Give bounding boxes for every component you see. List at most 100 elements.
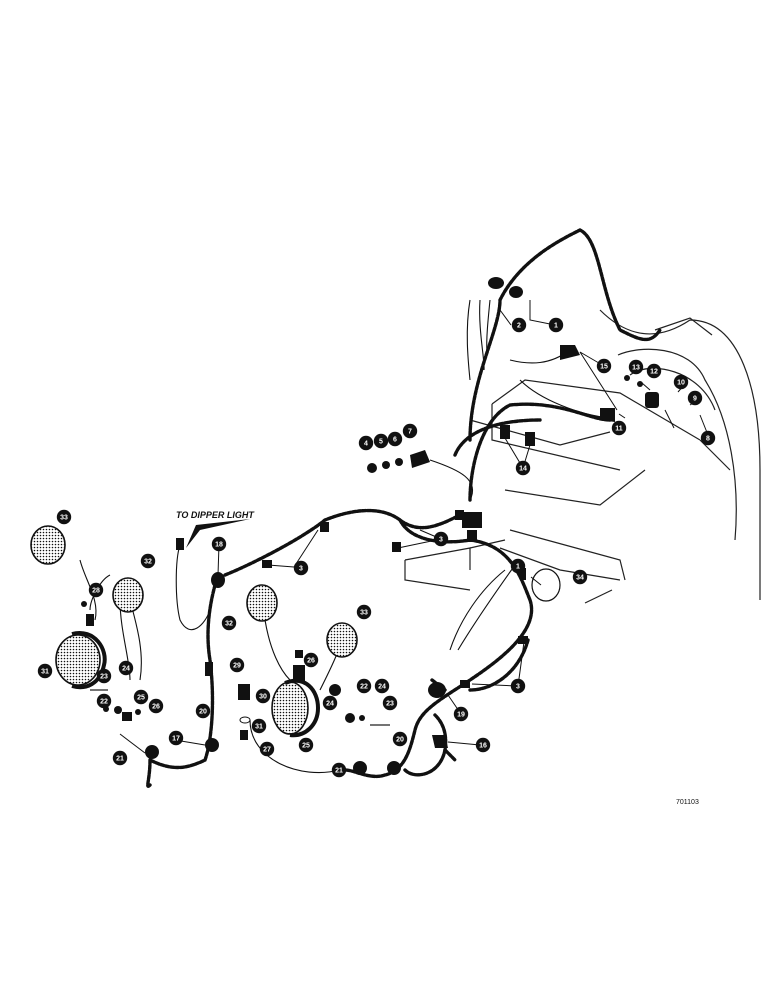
callout-number: 24 bbox=[122, 666, 130, 673]
callout-number: 26 bbox=[307, 658, 315, 665]
callout-20: 20 bbox=[195, 703, 211, 719]
callout-14: 14 bbox=[515, 460, 531, 476]
callout-4: 4 bbox=[358, 435, 374, 451]
callout-circle bbox=[255, 688, 271, 704]
callout-circle bbox=[511, 317, 527, 333]
callout-33: 33 bbox=[56, 509, 72, 525]
callout-32: 32 bbox=[221, 615, 237, 631]
callout-number: 31 bbox=[255, 724, 263, 731]
callout-circle bbox=[112, 750, 128, 766]
grommet-18 bbox=[211, 572, 225, 588]
callout-circle bbox=[673, 374, 689, 390]
callout-number: 7 bbox=[408, 429, 412, 436]
callout-25: 25 bbox=[298, 737, 314, 753]
callout-number: 30 bbox=[259, 694, 267, 701]
callout-number: 14 bbox=[519, 466, 527, 473]
callout-number: 33 bbox=[360, 610, 368, 617]
callout-circle bbox=[118, 660, 134, 676]
callout-circle bbox=[148, 698, 164, 714]
callout-20: 20 bbox=[392, 731, 408, 747]
callout-circle bbox=[628, 359, 644, 375]
callout-circle bbox=[374, 678, 390, 694]
callout-number: 22 bbox=[100, 699, 108, 706]
callout-21: 21 bbox=[112, 750, 128, 766]
callout-number: 20 bbox=[199, 709, 207, 716]
callout-3: 3 bbox=[433, 531, 449, 547]
callout-number: 32 bbox=[225, 621, 233, 628]
flood-lamp-31-center bbox=[271, 650, 341, 738]
callout-7: 7 bbox=[402, 423, 418, 439]
callout-23: 23 bbox=[382, 695, 398, 711]
grommet-19 bbox=[428, 682, 446, 698]
callout-circle bbox=[303, 652, 319, 668]
callout-circle bbox=[298, 737, 314, 753]
callout-number: 8 bbox=[706, 436, 710, 443]
callout-circle bbox=[373, 433, 389, 449]
callout-26: 26 bbox=[148, 698, 164, 714]
callout-number: 2 bbox=[517, 323, 521, 330]
callout-circle bbox=[96, 668, 112, 684]
callout-number: 22 bbox=[360, 684, 368, 691]
callout-circle bbox=[133, 689, 149, 705]
callout-number: 17 bbox=[172, 736, 180, 743]
callout-6: 6 bbox=[387, 431, 403, 447]
callout-number: 10 bbox=[677, 380, 685, 387]
hardware bbox=[90, 684, 390, 740]
callout-number: 12 bbox=[650, 369, 658, 376]
callout-29: 29 bbox=[229, 657, 245, 673]
connector-17 bbox=[205, 662, 213, 676]
callout-22: 22 bbox=[356, 678, 372, 694]
callout-number: 5 bbox=[379, 439, 383, 446]
callout-circle bbox=[387, 431, 403, 447]
callout-circle bbox=[293, 560, 309, 576]
callout-number: 1 bbox=[516, 564, 520, 571]
callout-24: 24 bbox=[322, 695, 338, 711]
switch-11 bbox=[624, 375, 659, 408]
callout-circle bbox=[475, 737, 491, 753]
callout-circle bbox=[402, 423, 418, 439]
callout-24: 24 bbox=[118, 660, 134, 676]
callout-circle bbox=[687, 390, 703, 406]
callout-12: 12 bbox=[646, 363, 662, 379]
callout-circle bbox=[358, 435, 374, 451]
callout-number: 21 bbox=[116, 756, 124, 763]
svg-text:TO DIPPER LIGHT: TO DIPPER LIGHT bbox=[176, 510, 255, 520]
dipper-light-note: TO DIPPER LIGHT bbox=[176, 510, 255, 548]
dipper-plug bbox=[176, 538, 184, 550]
callout-circle bbox=[572, 569, 588, 585]
callout-19: 19 bbox=[453, 706, 469, 722]
callout-21: 21 bbox=[331, 762, 347, 778]
lamp-33-left bbox=[30, 525, 66, 565]
callout-15: 15 bbox=[596, 358, 612, 374]
callout-1: 1 bbox=[510, 558, 526, 574]
callout-number: 26 bbox=[152, 704, 160, 711]
callout-number: 11 bbox=[615, 426, 623, 433]
callout-circle bbox=[596, 358, 612, 374]
lamp-32-left bbox=[112, 577, 144, 613]
connector-16 bbox=[432, 735, 448, 748]
callout-25: 25 bbox=[133, 689, 149, 705]
callout-circle bbox=[382, 695, 398, 711]
callout-number: 28 bbox=[92, 588, 100, 595]
callout-3: 3 bbox=[510, 678, 526, 694]
callout-2: 2 bbox=[511, 317, 527, 333]
lamps bbox=[30, 525, 561, 738]
callout-circle bbox=[56, 509, 72, 525]
callout-circle bbox=[510, 678, 526, 694]
callout-number: 15 bbox=[600, 364, 608, 371]
callout-circle bbox=[510, 558, 526, 574]
callout-number: 25 bbox=[302, 743, 310, 750]
callout-circle bbox=[356, 604, 372, 620]
callout-number: 24 bbox=[326, 701, 334, 708]
callout-24: 24 bbox=[374, 678, 390, 694]
callout-number: 21 bbox=[335, 768, 343, 775]
callout-number: 31 bbox=[41, 669, 49, 676]
callout-circle bbox=[322, 695, 338, 711]
lamp-32-center bbox=[246, 584, 278, 622]
junction-block bbox=[462, 512, 482, 542]
callout-26: 26 bbox=[303, 652, 319, 668]
callout-13: 13 bbox=[628, 359, 644, 375]
callout-number: 29 bbox=[233, 663, 241, 670]
